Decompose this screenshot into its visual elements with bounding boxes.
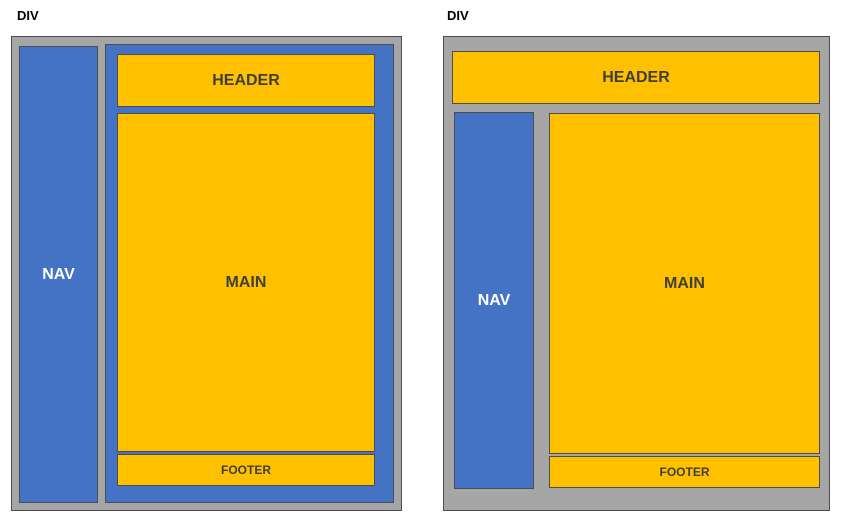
left-nav-block: NAV	[19, 46, 98, 503]
right-diagram-title: DIV	[447, 8, 469, 23]
right-footer-label: FOOTER	[659, 465, 710, 479]
left-diagram-title: DIV	[17, 8, 39, 23]
right-footer-block: FOOTER	[549, 456, 820, 488]
left-footer-label: FOOTER	[221, 463, 271, 477]
right-main-block: MAIN	[549, 113, 820, 454]
right-header-block: HEADER	[452, 51, 820, 104]
left-nav-label: NAV	[42, 265, 75, 283]
left-header-block: HEADER	[117, 54, 375, 107]
left-footer-block: FOOTER	[117, 454, 375, 486]
left-main-label: MAIN	[225, 273, 267, 291]
left-header-label: HEADER	[212, 71, 280, 89]
right-header-label: HEADER	[602, 68, 670, 86]
left-main-block: MAIN	[117, 113, 375, 452]
right-nav-label: NAV	[477, 291, 511, 309]
right-nav-block: NAV	[454, 112, 534, 489]
right-main-label: MAIN	[664, 274, 705, 292]
